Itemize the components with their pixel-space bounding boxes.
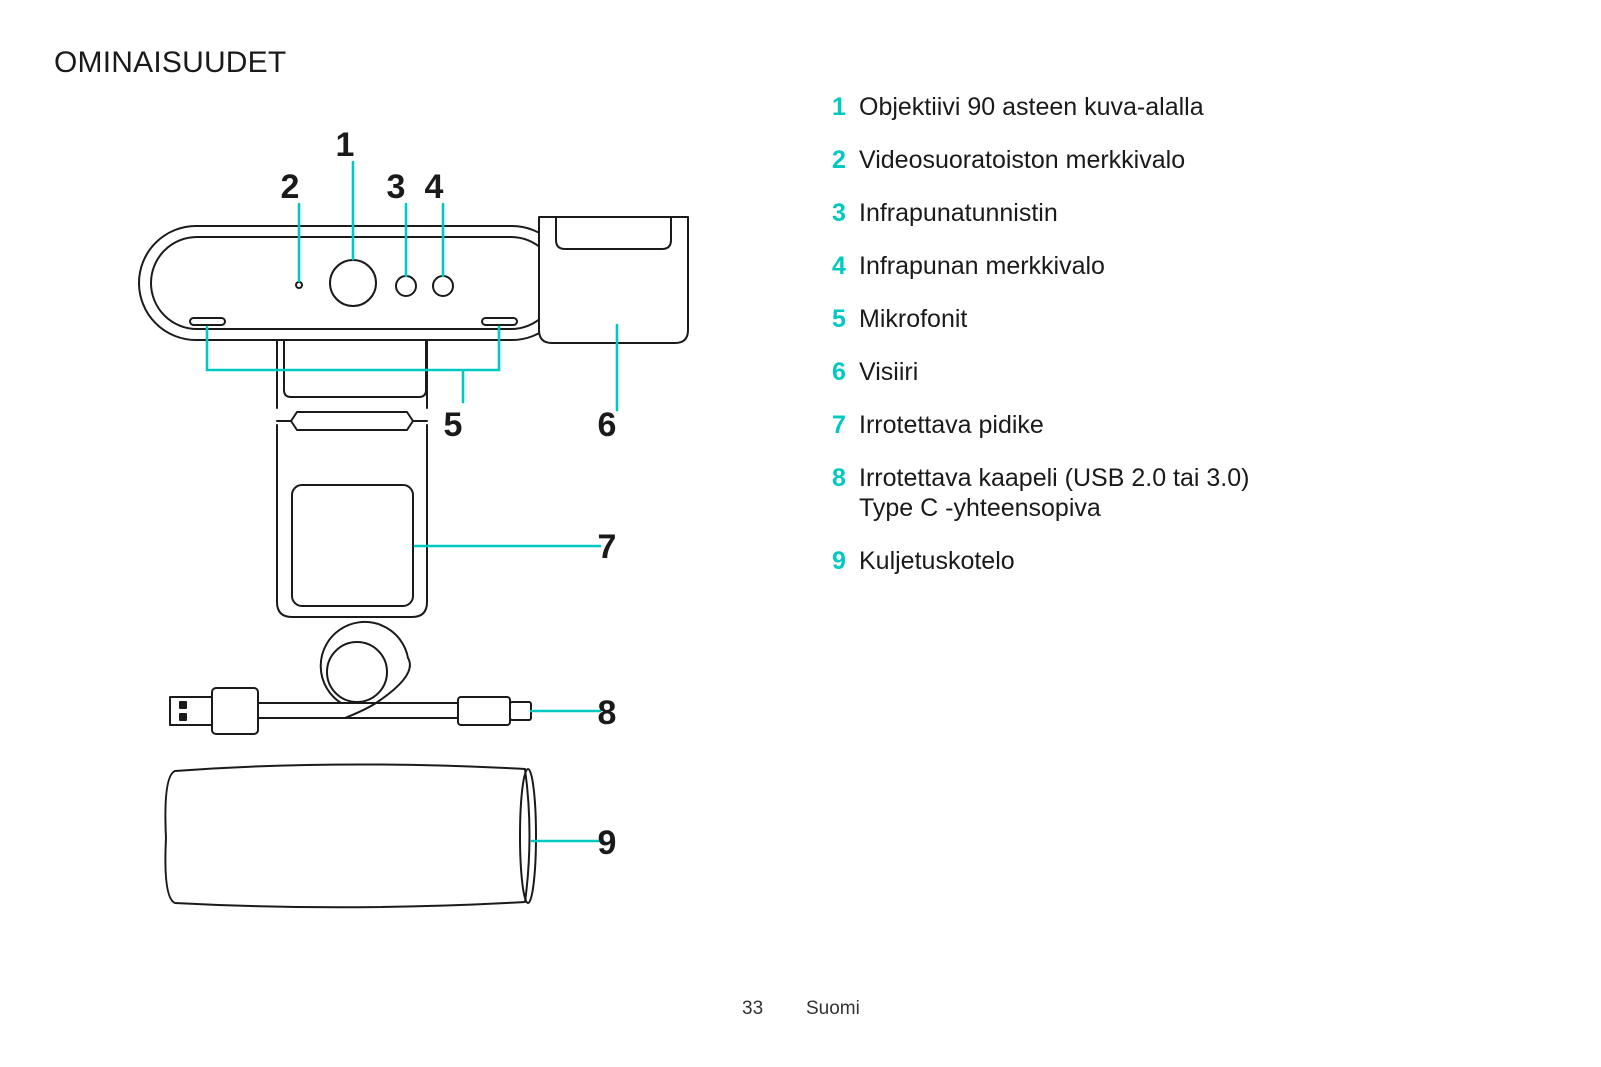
led-indicator [295,281,303,289]
feature-number: 3 [832,199,846,227]
page-number: 33 [742,998,764,1019]
callout-8: 8 [598,694,617,732]
callout-2: 2 [281,168,300,206]
clip [276,340,428,618]
feature-label-line-2: Type C -yhteensopiva [859,494,1101,522]
page-title: OMINAISUUDET [54,46,287,79]
feature-number: 2 [832,146,846,174]
microphone-slots [189,317,518,326]
feature-list: 1 Objektiivi 90 asteen kuva-alalla 2 Vid… [832,92,1249,599]
feature-item-privacy-shade: 6 Visiiri [832,357,1249,387]
feature-item-cable: 8 Irrotettava kaapeli (USB 2.0 tai 3.0) … [832,463,1249,523]
callout-3: 3 [387,168,406,206]
page-language: Suomi [806,998,860,1019]
feature-item-ir-led: 4 Infrapunan merkkivalo [832,251,1249,281]
ir-sensor [395,275,417,297]
feature-item-clip: 7 Irrotettava pidike [832,410,1249,440]
carrying-case [164,763,537,909]
lens [329,259,377,307]
feature-number: 4 [832,252,846,280]
callout-7: 7 [598,528,617,566]
callout-9: 9 [598,824,617,862]
feature-label: Objektiivi 90 asteen kuva-alalla [859,93,1204,121]
feature-number: 9 [832,547,846,575]
callout-6: 6 [598,406,617,444]
feature-item-streaming-led: 2 Videosuoratoiston merkkivalo [832,145,1249,175]
feature-number: 1 [832,93,846,121]
callout-4: 4 [425,168,444,206]
feature-item-ir-sensor: 3 Infrapunatunnistin [832,198,1249,228]
ir-led [432,275,454,297]
feature-number: 5 [832,305,846,333]
leader-lines [205,160,619,843]
privacy-shade [538,216,689,344]
feature-label: Kuljetuskotelo [859,547,1015,575]
usb-cable [169,620,532,735]
feature-label: Irrotettava pidike [859,411,1044,439]
feature-number: 6 [832,358,846,386]
callout-1: 1 [336,126,355,164]
feature-label: Videosuoratoiston merkkivalo [859,146,1186,174]
feature-item-microphones: 5 Mikrofonit [832,304,1249,334]
feature-number: 8 [832,464,846,492]
feature-label: Irrotettava kaapeli (USB 2.0 tai 3.0) [859,464,1250,492]
feature-number: 7 [832,411,846,439]
feature-item-lens: 1 Objektiivi 90 asteen kuva-alalla [832,92,1249,122]
feature-label: Infrapunatunnistin [859,199,1058,227]
feature-item-case: 9 Kuljetuskotelo [832,546,1249,576]
feature-label: Mikrofonit [859,305,968,333]
webcam-diagram: 1 2 3 4 5 6 7 8 9 [138,126,689,909]
feature-label: Infrapunan merkkivalo [859,252,1105,280]
feature-label: Visiiri [859,358,919,386]
callout-5: 5 [444,406,463,444]
